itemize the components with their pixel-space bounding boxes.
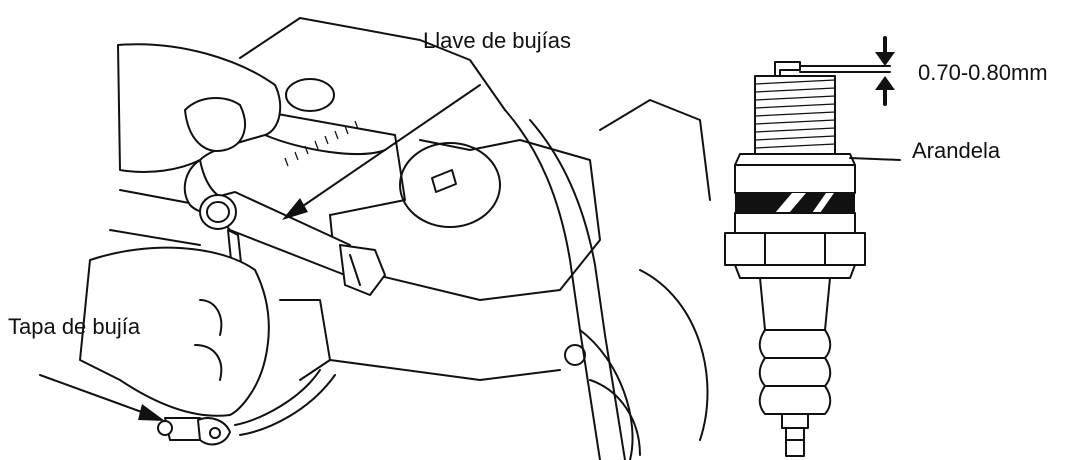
washer-label: Arandela (912, 138, 1001, 163)
wrench-label: Llave de bujías (423, 28, 571, 53)
spark-plug-cap-label: Tapa de bujía (8, 314, 141, 339)
electrode-gap-label: 0.70-0.80mm (918, 60, 1048, 85)
